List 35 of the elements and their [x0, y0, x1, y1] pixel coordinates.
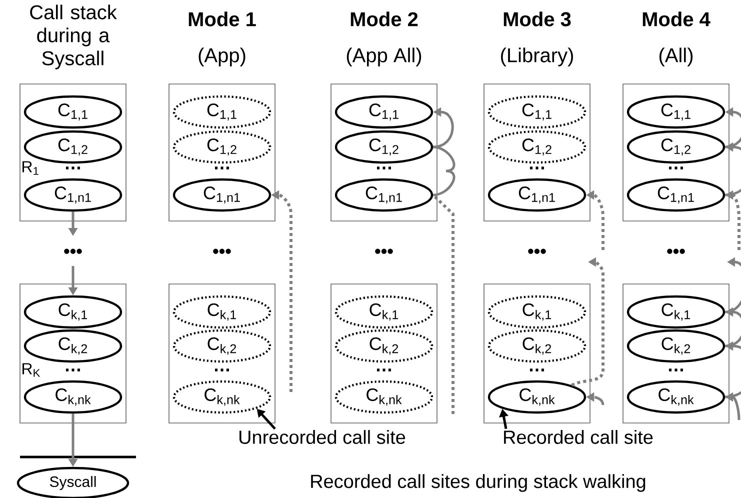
stack-frame-box [168, 284, 276, 424]
ellipsis: … [668, 166, 683, 170]
column-heading: Mode 2 [350, 12, 418, 26]
stack-frame-box [484, 84, 590, 222]
stack-frame-box [622, 84, 730, 222]
column-heading: (App) [198, 48, 246, 66]
stack-frame-box [330, 284, 438, 424]
ellipsis: … [376, 368, 391, 372]
stack-frame-box [484, 284, 590, 424]
ellipsis: … [66, 166, 80, 170]
ellipsis: ••• [528, 248, 546, 254]
ellipsis: … [530, 368, 544, 372]
annotation-text: Recorded call site [504, 430, 653, 444]
stack-frame-box [168, 84, 276, 222]
ellipsis: ••• [64, 248, 82, 254]
stack-frame-box [330, 84, 438, 222]
column-heading: Mode 1 [188, 12, 256, 26]
column-heading: (All) [659, 48, 693, 66]
annotation-text: Unrecorded call site [240, 430, 406, 444]
column-heading: Mode 4 [642, 12, 710, 26]
ellipsis: … [214, 368, 229, 372]
stack-frame-box [622, 284, 730, 424]
ellipsis: ••• [667, 248, 685, 254]
ellipsis: ••• [375, 248, 393, 254]
column-heading: (Library) [501, 48, 573, 66]
ellipsis: … [376, 166, 391, 170]
ellipsis: … [530, 166, 544, 170]
ellipsis: ••• [213, 248, 231, 254]
column-heading: (App All) [346, 48, 422, 66]
column-heading: Call stack during a Syscall [30, 4, 117, 70]
column-heading: Mode 3 [504, 12, 571, 26]
caption: Recorded call sites during stack walking [311, 474, 646, 492]
ellipsis: … [214, 166, 229, 170]
ellipsis: … [66, 368, 80, 372]
ellipsis: … [668, 368, 683, 372]
